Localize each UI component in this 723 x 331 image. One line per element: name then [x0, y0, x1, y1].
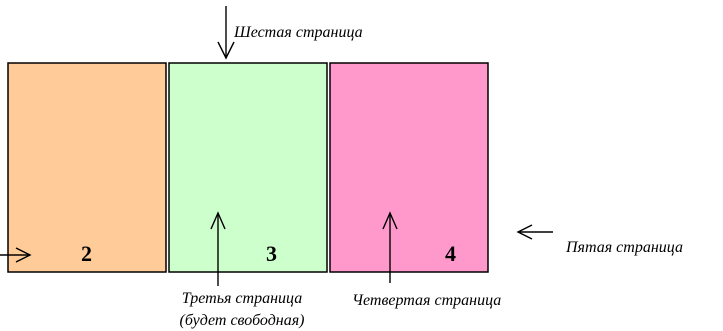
- page-number-3: 3: [266, 241, 277, 266]
- label-third-page-note: (будет свободная): [180, 312, 305, 329]
- arrow-right-icon: [0, 247, 32, 263]
- arrow-left-icon: [516, 224, 553, 240]
- label-third-page: Третья страница: [182, 290, 302, 307]
- label-fourth-page: Четвертая страница: [352, 292, 501, 309]
- page-number-2: 2: [81, 241, 92, 266]
- label-fifth-page: Пятая страница: [565, 239, 683, 256]
- page-frame-4: [329, 62, 489, 273]
- page-number-4: 4: [445, 241, 456, 266]
- arrow-down-icon: [217, 6, 235, 60]
- label-sixth-page: Шестая страница: [233, 24, 363, 41]
- page-frame-3: [168, 62, 328, 273]
- page-frame-2: [7, 62, 167, 273]
- arrow-up-icon: [210, 211, 226, 286]
- arrow-up-icon: [382, 211, 398, 283]
